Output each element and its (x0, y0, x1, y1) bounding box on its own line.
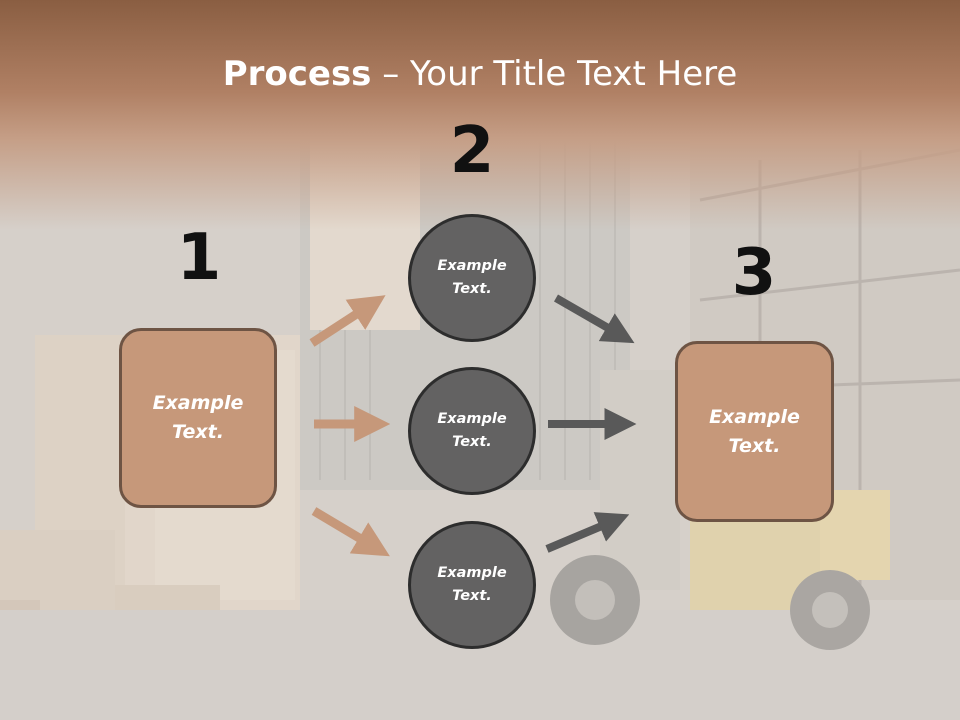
step2-circle-middle: Example Text. (408, 367, 536, 495)
step1-box-label: Example Text. (152, 392, 244, 443)
step3-box: Example Text. (675, 341, 834, 522)
arrow-box-to-bottom-circle (311, 507, 390, 557)
title-band (0, 0, 960, 230)
step-number-1: 1 (176, 221, 222, 295)
slide-title: Process – Your Title Text Here (0, 52, 960, 96)
step-number-3: 3 (731, 236, 777, 310)
step3-box-label: Example Text. (709, 405, 800, 457)
step2-circle-top: Example Text. (408, 214, 536, 342)
slide-title-rest: – Your Title Text Here (371, 54, 738, 94)
step2-circle-middle-label: Example Text. (437, 411, 507, 450)
arrow-top-circle-to-box (554, 294, 635, 344)
step1-box: Example Text. (119, 328, 277, 508)
slide-title-bold: Process (222, 54, 372, 94)
step-number-2: 2 (449, 114, 495, 188)
step2-circle-top-label: Example Text. (437, 258, 507, 297)
arrow-box-to-top-circle (309, 295, 386, 347)
step2-circle-bottom-label: Example Text. (437, 565, 507, 604)
step2-circle-bottom: Example Text. (408, 521, 536, 649)
arrow-bottom-circle-to-box (545, 512, 630, 553)
